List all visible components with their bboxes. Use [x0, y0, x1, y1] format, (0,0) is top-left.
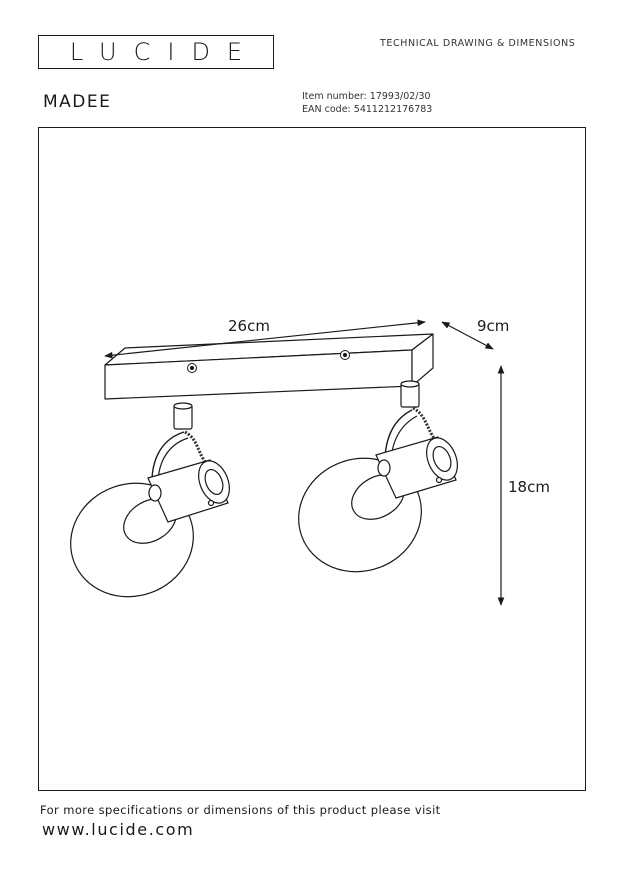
drawing-frame — [38, 127, 586, 791]
depth-label: 9cm — [477, 317, 509, 335]
item-info: Item number: 17993/02/30 EAN code: 54112… — [302, 90, 432, 116]
ean-value: 5411212176783 — [353, 104, 433, 115]
product-name: MADEE — [43, 92, 112, 112]
ean-row: EAN code: 5411212176783 — [302, 103, 432, 116]
brand-logo-text: LUCIDE — [69, 38, 260, 66]
item-number-value: 17993/02/30 — [369, 91, 431, 102]
footer-url[interactable]: www.lucide.com — [42, 820, 195, 839]
document-type: TECHNICAL DRAWING & DIMENSIONS — [380, 38, 576, 49]
length-dimension-line — [104, 319, 426, 359]
length-label: 26cm — [228, 317, 270, 335]
spot-right — [298, 380, 458, 573]
depth-dimension-line — [441, 321, 494, 350]
ceiling-plate — [104, 333, 434, 400]
ean-label: EAN code: — [302, 104, 351, 115]
item-number-label: Item number: — [302, 91, 367, 102]
footer-note: For more specifications or dimensions of… — [40, 803, 441, 817]
brand-logo: LUCIDE — [38, 35, 274, 69]
item-number-row: Item number: 17993/02/30 — [302, 90, 432, 103]
dimension-lines — [104, 319, 505, 606]
spot-left — [70, 402, 230, 598]
height-label: 18cm — [508, 478, 550, 496]
